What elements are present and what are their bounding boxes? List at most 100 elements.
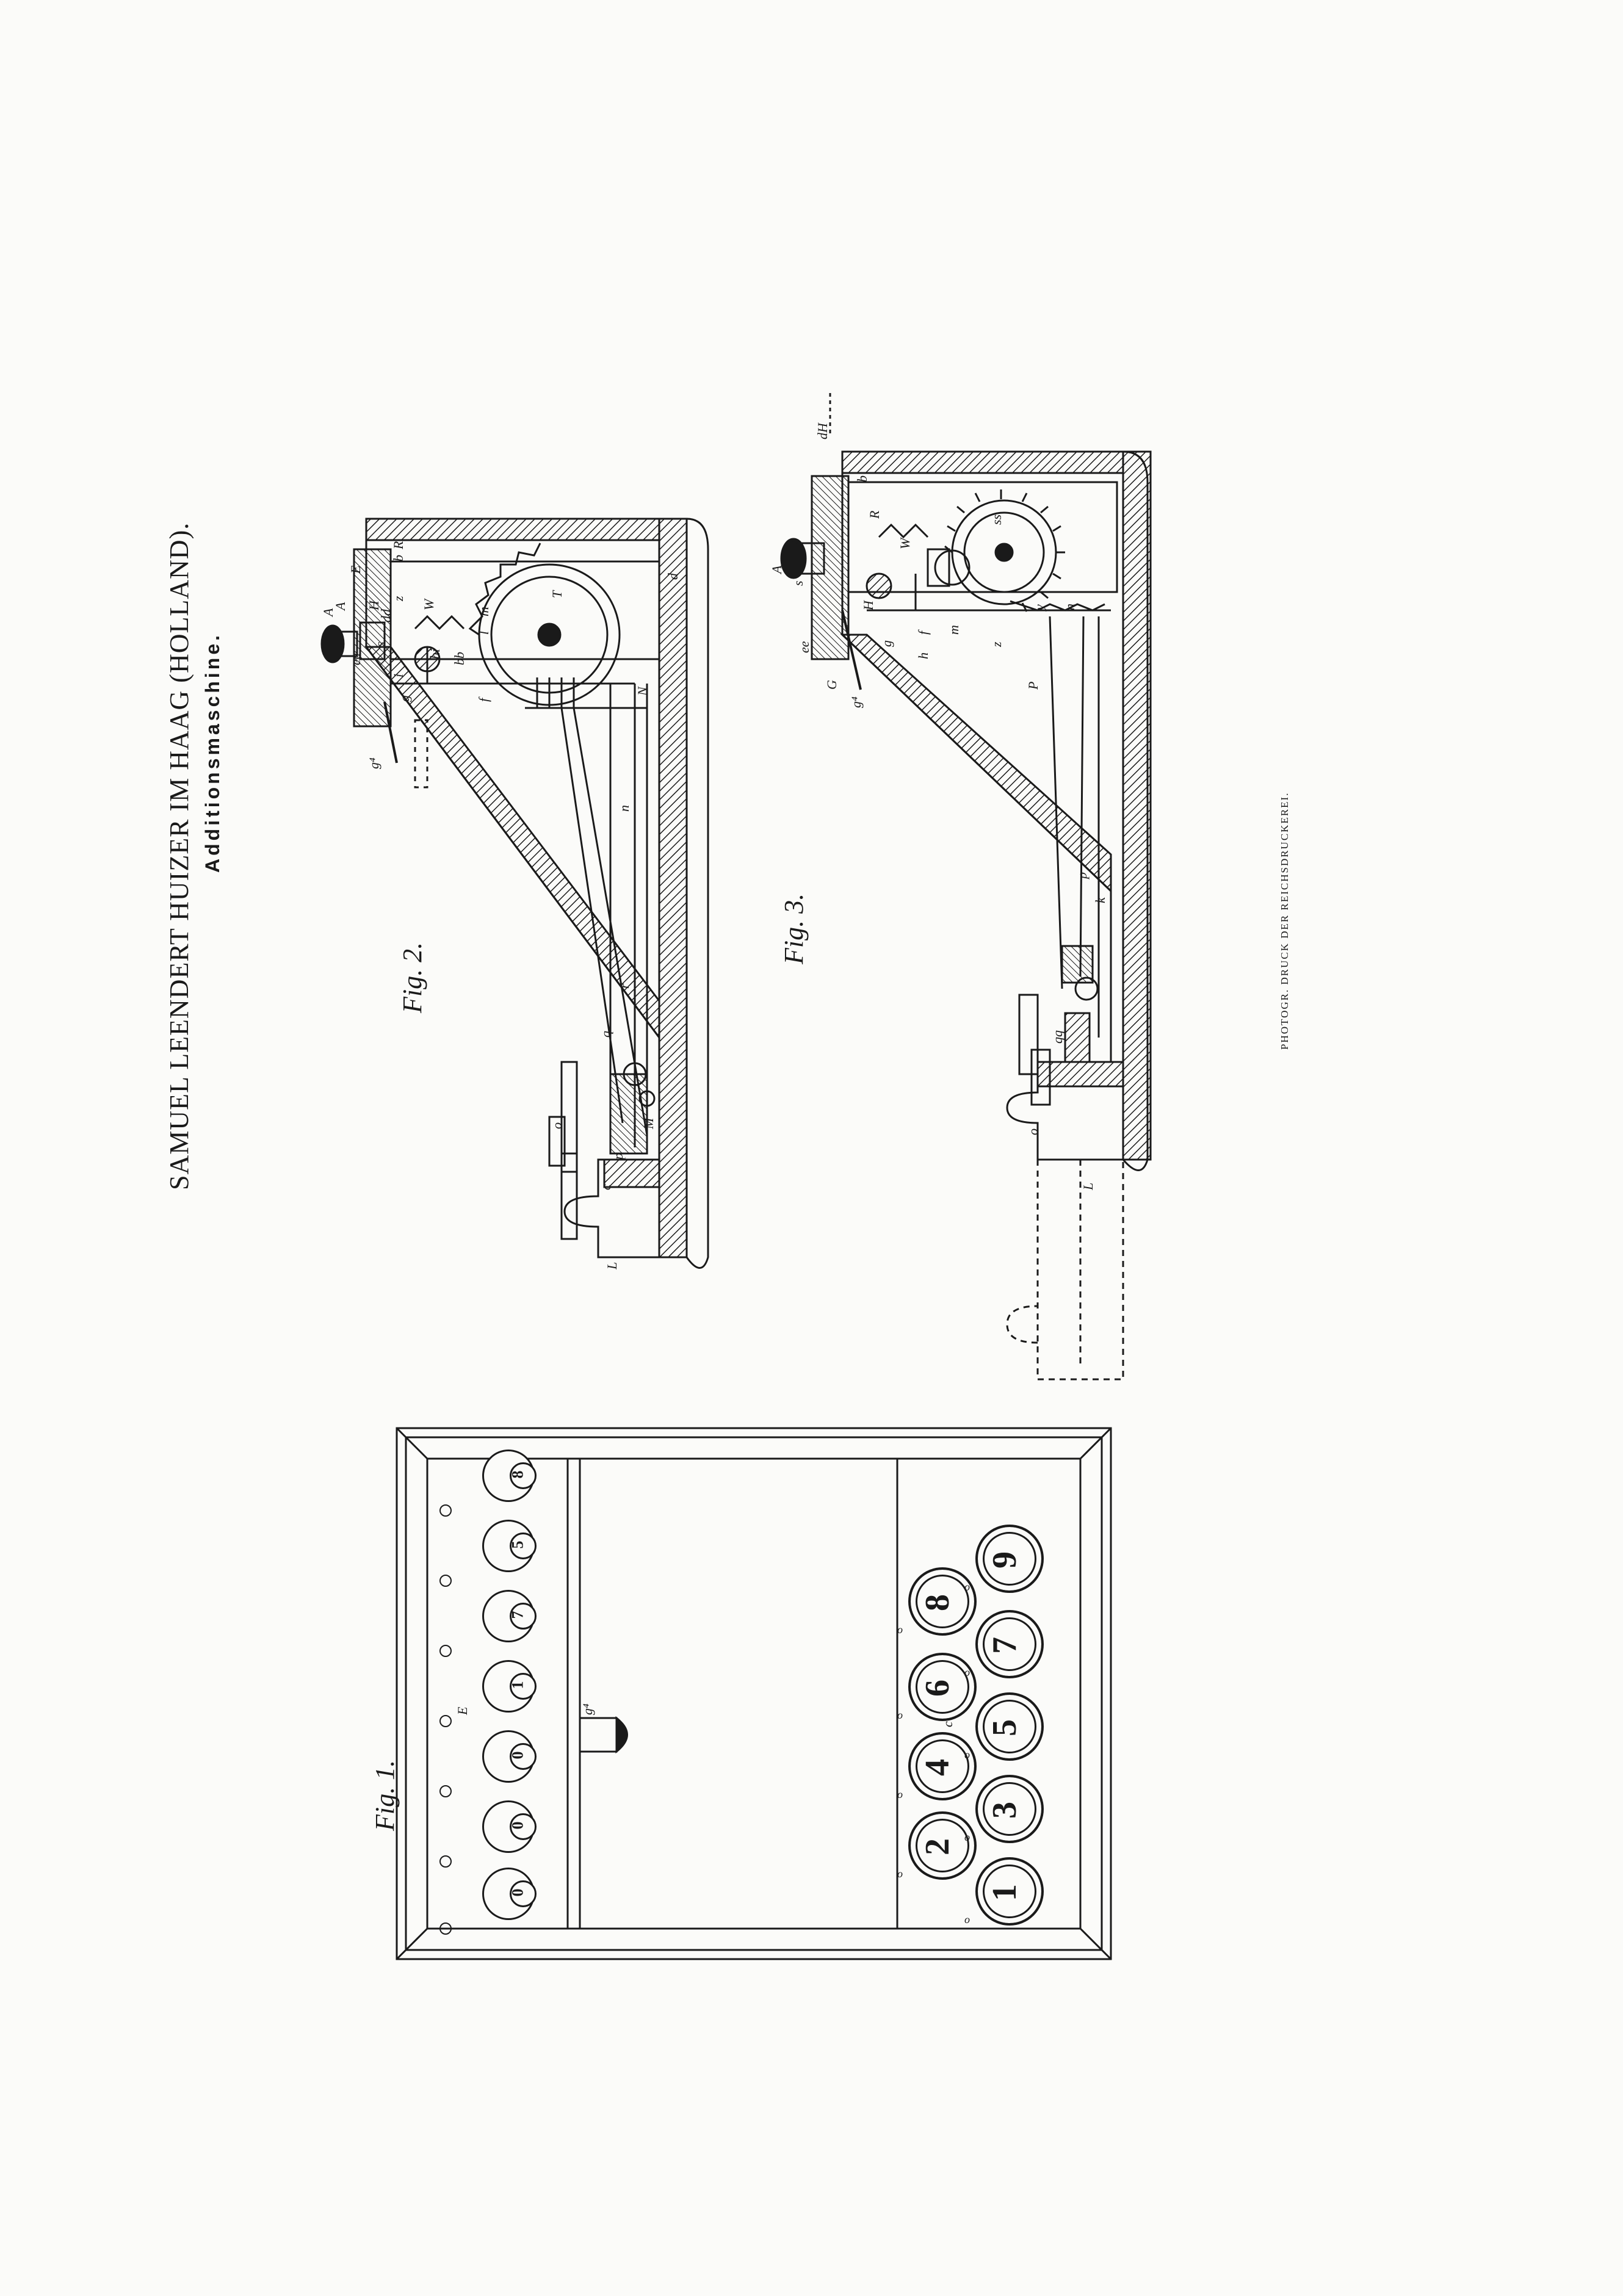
part-label: W: [421, 599, 436, 610]
part-label: g⁴: [848, 696, 864, 708]
key-mark: o: [897, 1788, 903, 1800]
screw-icon: [439, 1785, 452, 1797]
display-digit: 0: [508, 1751, 527, 1760]
part-label: p: [1074, 872, 1090, 879]
key-mark: o: [897, 1709, 903, 1721]
keypad-key-label: 4: [919, 1759, 956, 1776]
part-label: b: [391, 555, 406, 561]
key-mark: o: [897, 1623, 903, 1636]
part-label: q: [598, 1031, 613, 1038]
display-digit: 0: [508, 1821, 527, 1830]
part-label: i: [391, 673, 406, 677]
display-digit: 5: [508, 1540, 527, 1549]
display-wheel: 0: [482, 1868, 537, 1920]
part-label: ee: [797, 641, 812, 653]
key-mark: o: [897, 1868, 903, 1880]
part-label: R: [391, 541, 406, 549]
part-label: k: [1093, 897, 1108, 903]
display-digit: 0: [508, 1888, 527, 1897]
keypad-key-5[interactable]: 5: [975, 1692, 1044, 1761]
part-label: bb: [452, 652, 467, 665]
fig3-drawing: [780, 391, 1152, 1381]
display-wheel: 0: [482, 1800, 537, 1853]
keypad-key-label: 6: [919, 1680, 956, 1697]
keypad-key-9[interactable]: 9: [975, 1525, 1044, 1593]
printer-imprint: PHOTOGR. DRUCK DER REICHSDRUCKEREI.: [1279, 792, 1290, 1050]
display-wheel: 7: [482, 1590, 537, 1642]
part-label: dd: [378, 609, 394, 623]
part-label: f: [916, 630, 931, 635]
part-label: y: [1032, 604, 1047, 610]
key-mark: o: [964, 1913, 970, 1926]
keypad-key-label: 1: [986, 1884, 1024, 1901]
part-label: l: [476, 630, 491, 635]
keypad-key-label: 8: [919, 1594, 956, 1611]
part-label: L: [1080, 1182, 1096, 1190]
part-label: p: [610, 1153, 626, 1160]
key-mark: o: [964, 1666, 970, 1678]
keypad-key-label: 5: [986, 1719, 1024, 1736]
part-label: c: [598, 1184, 613, 1190]
part-label: g: [397, 695, 412, 702]
part-label: n: [1062, 604, 1077, 610]
part-label: h: [916, 652, 931, 659]
part-label: r: [616, 983, 632, 989]
keypad-key-label: 3: [986, 1802, 1024, 1819]
part-label: d: [665, 573, 681, 580]
keypad-key-label: 2: [919, 1838, 956, 1855]
part-label: s: [372, 641, 388, 647]
screw-icon: [439, 1922, 452, 1935]
display-wheel: 5: [482, 1520, 537, 1572]
part-label: W: [897, 538, 913, 549]
screw-icon: [439, 1645, 452, 1657]
keypad-key-label: 7: [986, 1637, 1024, 1654]
part-label: o: [549, 1122, 565, 1129]
screw-icon: [439, 1575, 452, 1587]
part-label: ss: [989, 514, 1004, 525]
display-digit: 8: [508, 1470, 527, 1479]
keypad-key-7[interactable]: 7: [975, 1610, 1044, 1678]
keypad-key-1[interactable]: 1: [975, 1857, 1044, 1926]
part-label: E: [787, 541, 803, 549]
part-label: G: [824, 680, 839, 690]
screw-icon: [439, 1855, 452, 1868]
part-label: H: [861, 601, 876, 610]
part-label: R: [867, 510, 882, 519]
sheet-title: SAMUEL LEENDERT HUIZER IM HAAG (HOLLAND)…: [164, 522, 194, 1190]
part-label: o: [1025, 1128, 1041, 1135]
display-wheel: 0: [482, 1730, 537, 1783]
sheet-subtitle: Additionsmaschine.: [201, 632, 223, 873]
part-label: g⁴: [366, 757, 381, 769]
screw-icon: [439, 1504, 452, 1517]
display-digit: 1: [508, 1681, 527, 1689]
display-wheel: 8: [482, 1449, 537, 1502]
fig1-panel-label: E: [455, 1706, 470, 1715]
part-label: N: [635, 687, 650, 696]
part-label: ee: [348, 653, 363, 665]
fig3-label: Fig. 3.: [779, 893, 809, 964]
part-label: M: [641, 1117, 656, 1129]
keypad-key-4[interactable]: 4: [908, 1732, 977, 1800]
display-wheel: 1: [482, 1660, 537, 1713]
key-mark: o: [964, 1581, 970, 1593]
part-label: hi: [427, 648, 443, 659]
key-mark: o: [964, 1831, 970, 1843]
key-mark: o: [964, 1749, 970, 1761]
fig2-drawing: [320, 518, 709, 1269]
part-label: z: [391, 596, 406, 601]
part-label: z: [989, 641, 1004, 647]
keypad-key-8[interactable]: 8: [908, 1567, 977, 1636]
keypad-key-6[interactable]: 6: [908, 1653, 977, 1721]
keypad-key-3[interactable]: 3: [975, 1775, 1044, 1843]
fig1-label: Fig. 1.: [370, 1760, 400, 1831]
part-label: E: [348, 565, 363, 574]
part-label: L: [604, 1262, 620, 1269]
fig1-knob-label: g⁴: [580, 1703, 595, 1715]
part-label: m: [476, 607, 491, 616]
part-label: f: [476, 698, 491, 702]
display-digit: 7: [508, 1611, 527, 1619]
part-label: T: [549, 590, 565, 598]
keypad-key-2[interactable]: 2: [908, 1811, 977, 1880]
part-label: dH: [815, 423, 830, 439]
